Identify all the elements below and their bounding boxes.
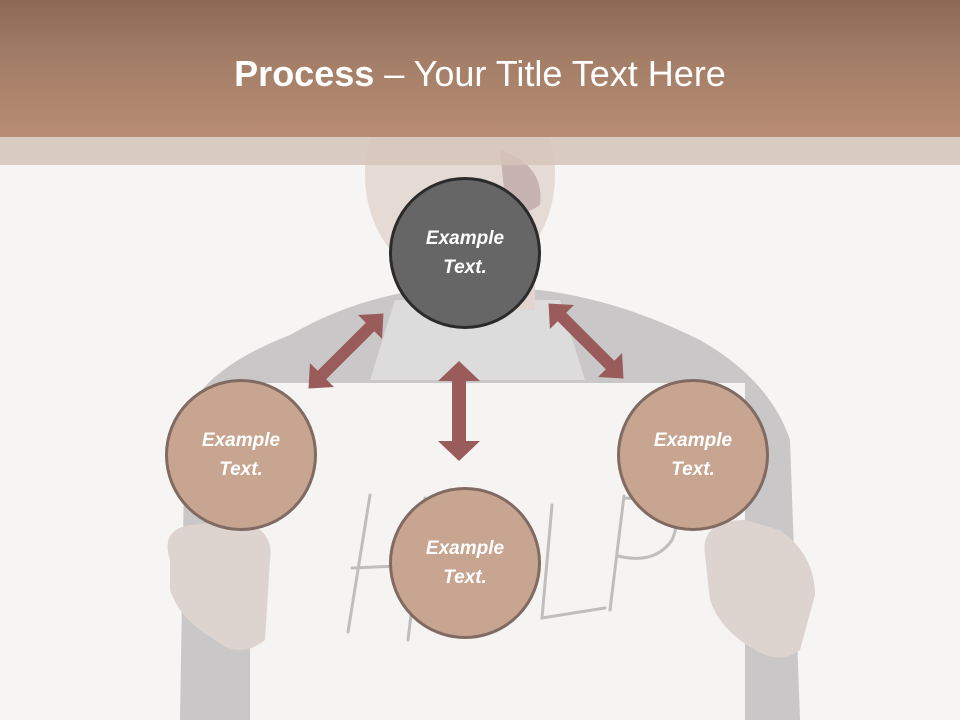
node-label: Example Text. bbox=[425, 228, 505, 278]
process-node-right[interactable]: Example Text. bbox=[617, 379, 769, 531]
header-band bbox=[0, 0, 960, 137]
title-bold: Process bbox=[234, 53, 375, 94]
arrow-vertical bbox=[438, 361, 480, 461]
right-hand bbox=[704, 520, 815, 658]
arrow-top-left bbox=[308, 313, 384, 389]
node-label: Example Text. bbox=[653, 430, 733, 480]
slide-title: Process – Your Title Text Here bbox=[0, 52, 960, 96]
process-node-bottom[interactable]: Example Text. bbox=[389, 487, 541, 639]
left-hand bbox=[167, 520, 271, 650]
process-node-top[interactable]: Example Text. bbox=[389, 177, 541, 329]
person-shirt bbox=[370, 300, 585, 380]
arrow-top-right bbox=[548, 303, 624, 379]
node-label: Example Text. bbox=[425, 538, 505, 588]
title-separator: – bbox=[374, 53, 414, 94]
title-rest: Your Title Text Here bbox=[413, 53, 726, 94]
node-label: Example Text. bbox=[201, 430, 281, 480]
header-strip bbox=[0, 137, 960, 165]
process-node-left[interactable]: Example Text. bbox=[165, 379, 317, 531]
